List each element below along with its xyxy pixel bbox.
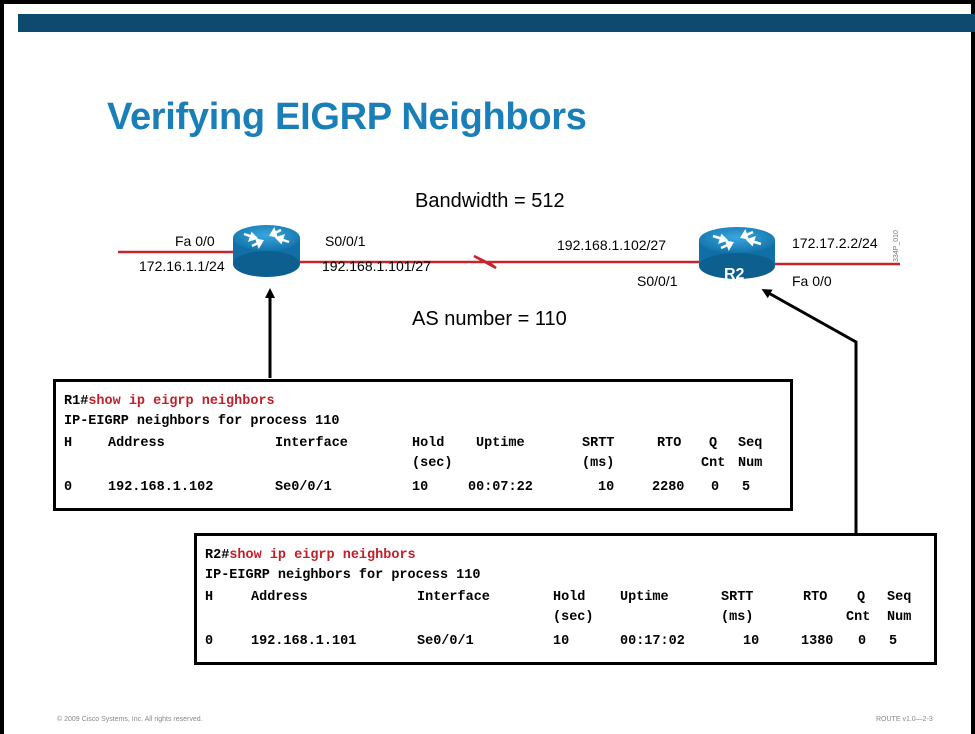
r1-header-srtt: SRTT	[582, 436, 615, 451]
r1-header-q: Q	[709, 436, 718, 451]
r2-fa-ip-label: 172.17.2.2/24	[792, 235, 878, 251]
r1-header-srtt-unit: (ms)	[582, 456, 615, 471]
slide-frame-left	[0, 0, 4, 734]
r1-serial-ip-label: 192.168.1.101/27	[322, 258, 431, 274]
r2-header-srtt-unit: (ms)	[721, 610, 754, 625]
r2-header-seq: Seq	[887, 590, 912, 605]
r2-header-srtt: SRTT	[721, 590, 754, 605]
r1-header-rto: RTO	[657, 436, 682, 451]
r1-header-h: H	[64, 436, 73, 451]
r1-row-h: 0	[64, 480, 73, 495]
r1-row-uptime: 00:07:22	[468, 480, 533, 495]
r2-row-hold: 10	[553, 634, 570, 649]
r2-row-interface: Se0/0/1	[417, 634, 474, 649]
r2-row-rto: 1380	[801, 634, 834, 649]
r1-header-cnt: Cnt	[701, 456, 726, 471]
r2-row-h: 0	[205, 634, 214, 649]
slide-title: Verifying EIGRP Neighbors	[107, 96, 587, 138]
r1-row-srtt: 10	[598, 480, 615, 495]
r1-row-address: 192.168.1.102	[108, 480, 214, 495]
r2-row-seq: 5	[889, 634, 898, 649]
r2-header-cnt: Cnt	[846, 610, 871, 625]
r1-header-seq: Seq	[738, 436, 763, 451]
r2-row-srtt: 10	[743, 634, 760, 649]
r1-header-hold-unit: (sec)	[412, 456, 453, 471]
r1-fa-ip-label: 172.16.1.1/24	[139, 258, 225, 274]
bandwidth-label: Bandwidth = 512	[415, 190, 565, 212]
as-number-label: AS number = 110	[412, 308, 567, 330]
r2-fa-interface-label: Fa 0/0	[792, 273, 832, 289]
r2-prompt: R2#	[205, 548, 230, 563]
r1-row-interface: Se0/0/1	[275, 480, 332, 495]
r1-header-address: Address	[108, 436, 165, 451]
slide-frame-right	[971, 0, 975, 734]
r1-row-hold: 10	[412, 480, 429, 495]
r1-fa-interface-label: Fa 0/0	[175, 233, 215, 249]
r2-row-address: 192.168.1.101	[251, 634, 357, 649]
r1-router-label: R1	[263, 275, 284, 292]
r2-command: show ip eigrp neighbors	[229, 548, 416, 563]
serial-link	[300, 254, 700, 270]
r2-output-arrow	[761, 289, 858, 533]
r1-row-q: 0	[711, 480, 720, 495]
r2-header-num: Num	[887, 610, 912, 625]
r2-header-rto: RTO	[803, 590, 828, 605]
r2-header-hold: Hold	[553, 590, 586, 605]
r1-header-num: Num	[738, 456, 763, 471]
footer-course-id: ROUTE v1.0—2-3	[876, 716, 933, 723]
r2-header-address: Address	[251, 590, 308, 605]
r2-header-hold-unit: (sec)	[553, 610, 594, 625]
slide-frame-top	[0, 0, 975, 4]
r2-serial-interface-label: S0/0/1	[637, 273, 678, 289]
router-r1-icon	[233, 225, 300, 277]
r2-row-uptime: 00:17:02	[620, 634, 685, 649]
r1-serial-interface-label: S0/0/1	[325, 233, 366, 249]
r1-command: show ip eigrp neighbors	[88, 394, 275, 409]
r1-command-line: R1#show ip eigrp neighbors	[64, 394, 275, 409]
r2-serial-ip-label: 192.168.1.102/27	[557, 237, 666, 253]
header-bar	[18, 14, 975, 32]
r1-header-hold: Hold	[412, 436, 445, 451]
r2-console-output: R2#show ip eigrp neighbors IP-EIGRP neig…	[194, 533, 937, 665]
r1-row-seq: 5	[742, 480, 751, 495]
r2-row-q: 0	[858, 634, 867, 649]
r2-command-line: R2#show ip eigrp neighbors	[205, 548, 416, 563]
r1-header-interface: Interface	[275, 436, 348, 451]
r1-console-output: R1#show ip eigrp neighbors IP-EIGRP neig…	[53, 379, 793, 511]
r2-router-label: R2	[724, 266, 745, 283]
router-r2-icon	[699, 227, 775, 279]
r1-row-rto: 2280	[652, 480, 685, 495]
r1-prompt: R1#	[64, 394, 89, 409]
r1-header-uptime: Uptime	[476, 436, 525, 451]
r1-process-line: IP-EIGRP neighbors for process 110	[64, 414, 340, 429]
r2-header-q: Q	[857, 590, 866, 605]
figure-id: 334P_010	[893, 230, 900, 262]
r2-header-interface: Interface	[417, 590, 490, 605]
r2-process-line: IP-EIGRP neighbors for process 110	[205, 568, 481, 583]
r2-header-uptime: Uptime	[620, 590, 669, 605]
footer-copyright: © 2009 Cisco Systems, Inc. All rights re…	[57, 716, 203, 723]
r2-header-h: H	[205, 590, 214, 605]
